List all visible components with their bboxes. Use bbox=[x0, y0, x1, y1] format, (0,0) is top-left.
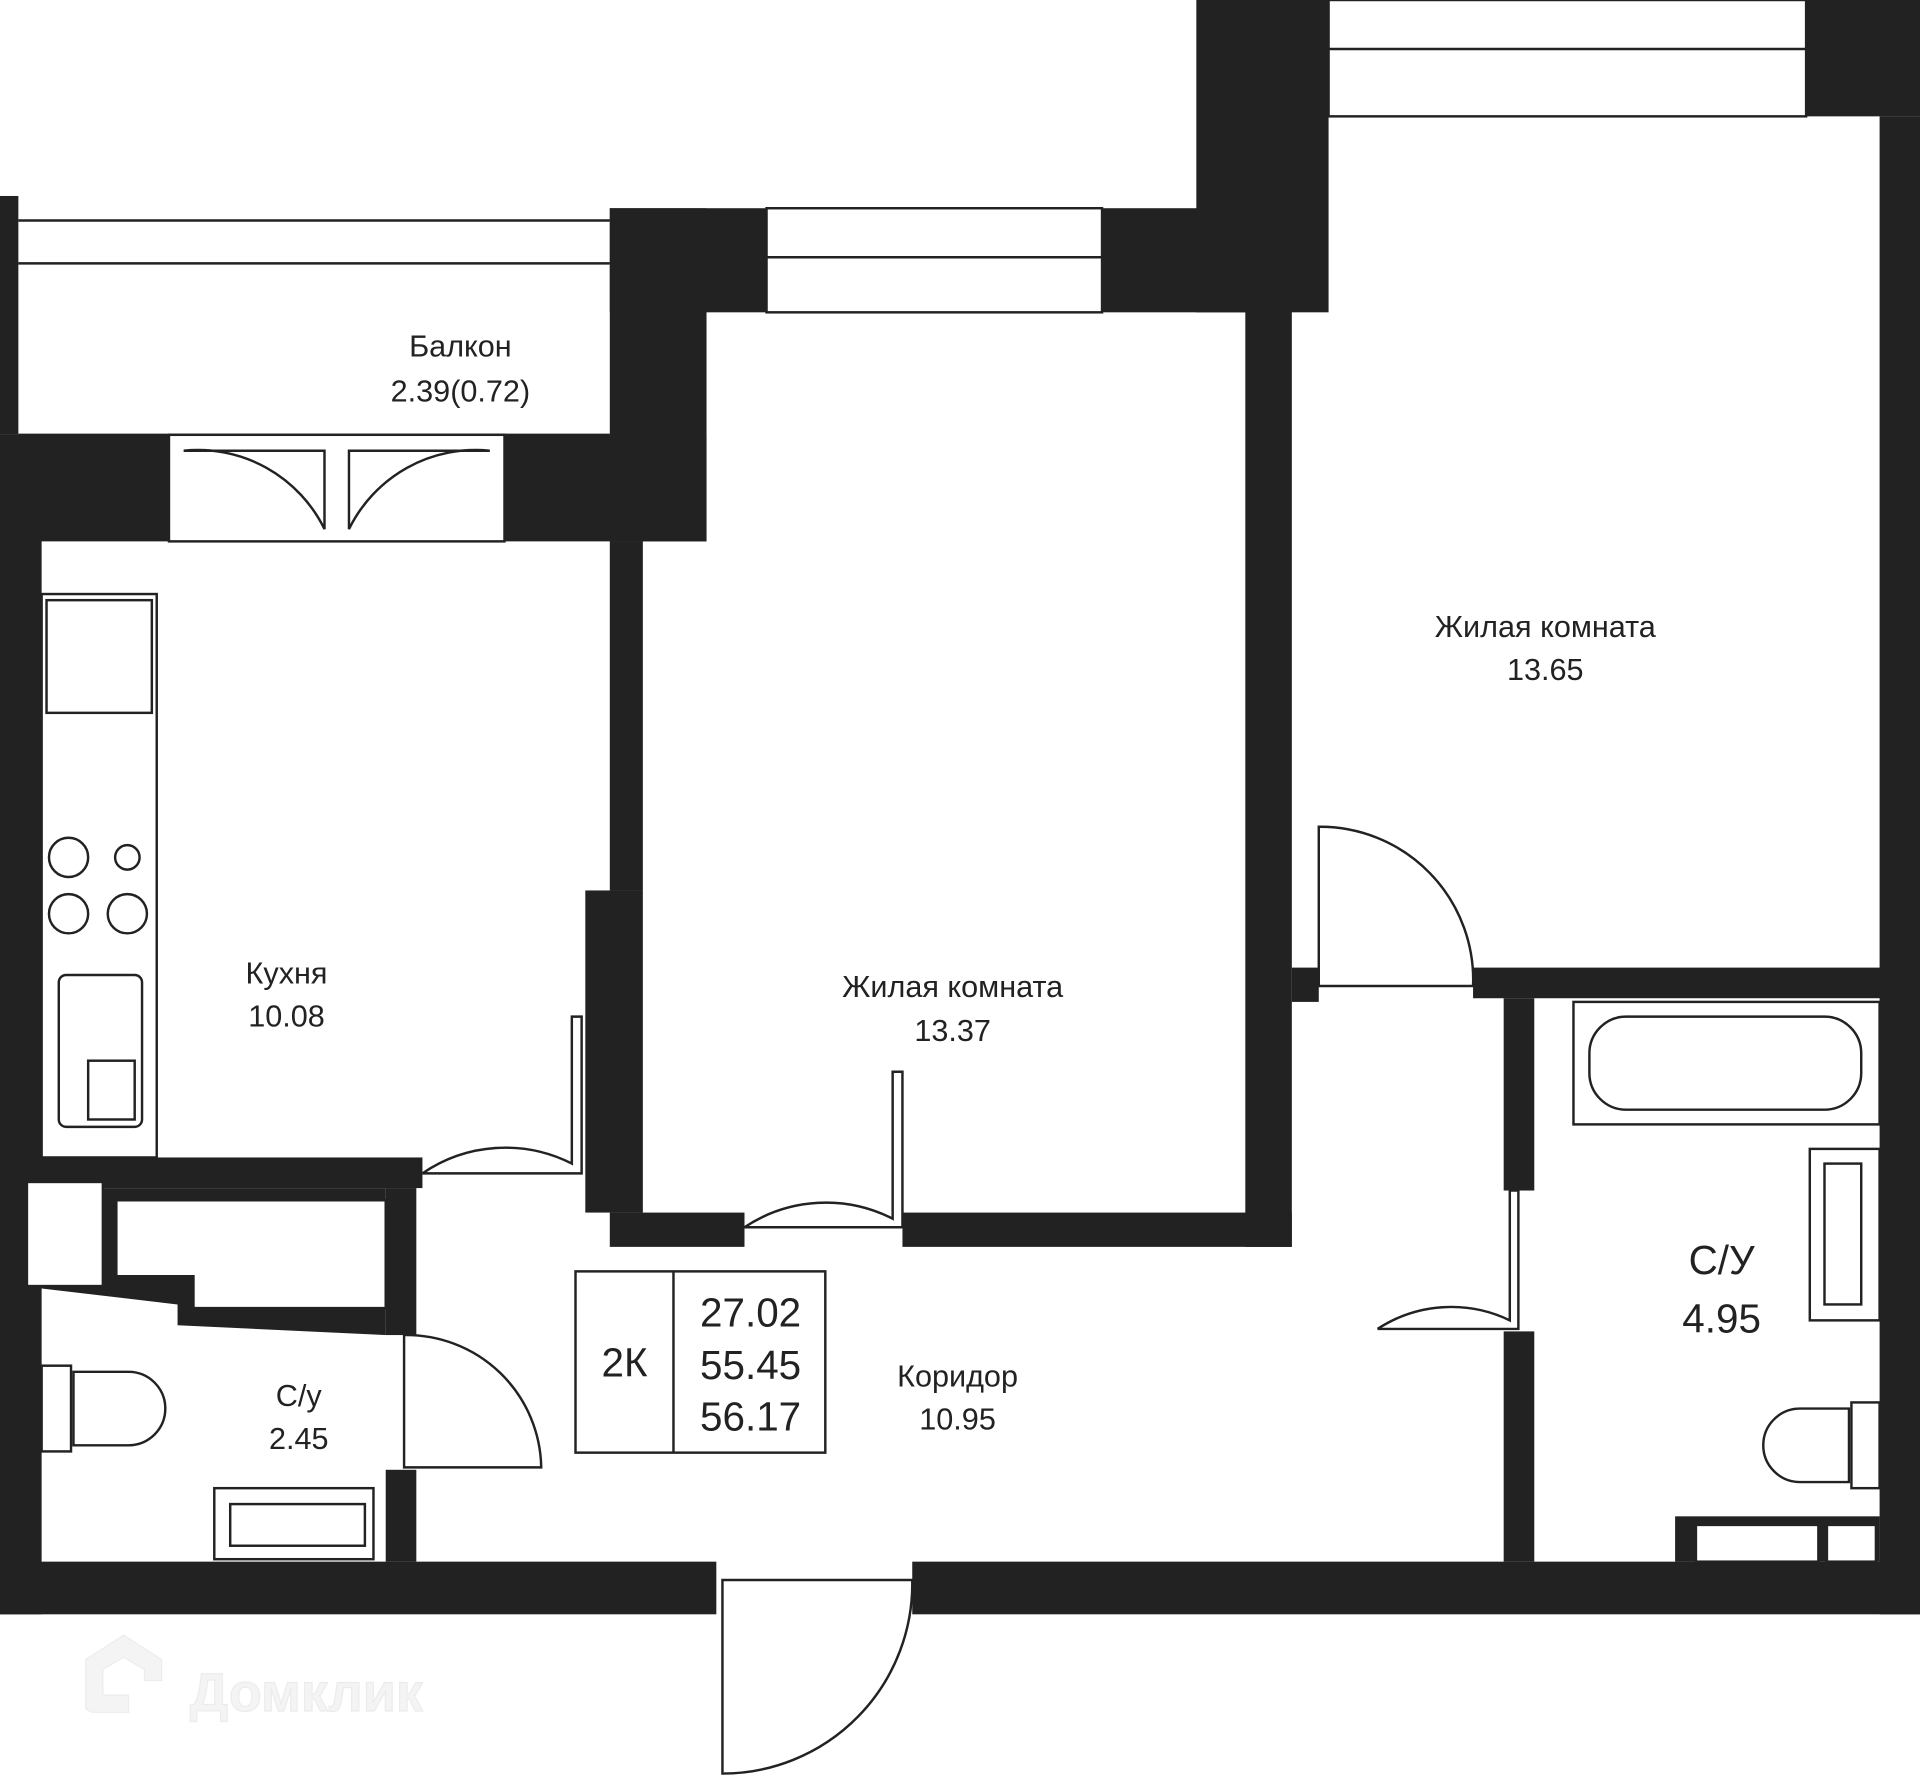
corridor-name: Коридор bbox=[897, 1360, 1018, 1394]
balcony-area: 2.39(0.72) bbox=[391, 375, 531, 409]
doors bbox=[183, 448, 1520, 1775]
watermark-text: Домклик bbox=[190, 1663, 423, 1723]
living-room-1-name: Жилая комната bbox=[842, 970, 1064, 1004]
apartment-type: 2К bbox=[601, 1340, 647, 1386]
total-area: 55.45 bbox=[700, 1342, 801, 1388]
living-room-1-area: 13.37 bbox=[914, 1014, 991, 1048]
corridor-area: 10.95 bbox=[919, 1402, 996, 1436]
bathroom-name: С/У bbox=[1689, 1237, 1755, 1283]
living-room-2-area: 13.65 bbox=[1507, 653, 1584, 687]
living-area: 27.02 bbox=[700, 1289, 801, 1335]
fixtures bbox=[40, 592, 1881, 1561]
windows bbox=[167, 0, 1808, 543]
room-labels: Балкон 2.39(0.72) Кухня 10.08 Жилая комн… bbox=[246, 329, 1761, 1456]
shafts bbox=[25, 1180, 1878, 1563]
total-with-balcony: 56.17 bbox=[700, 1394, 801, 1440]
area-summary-box: 2К 27.02 55.45 56.17 bbox=[574, 1270, 827, 1454]
domclick-logo-icon bbox=[85, 1634, 163, 1713]
wc-area: 2.45 bbox=[269, 1422, 329, 1456]
wc-name: С/у bbox=[276, 1379, 323, 1413]
kitchen-name: Кухня bbox=[246, 957, 328, 991]
living-room-2-name: Жилая комната bbox=[1435, 610, 1657, 644]
bathroom-area: 4.95 bbox=[1682, 1296, 1761, 1342]
domclick-watermark: Домклик bbox=[85, 1634, 423, 1724]
kitchen-area: 10.08 bbox=[248, 999, 325, 1033]
balcony-name: Балкон bbox=[409, 329, 512, 363]
